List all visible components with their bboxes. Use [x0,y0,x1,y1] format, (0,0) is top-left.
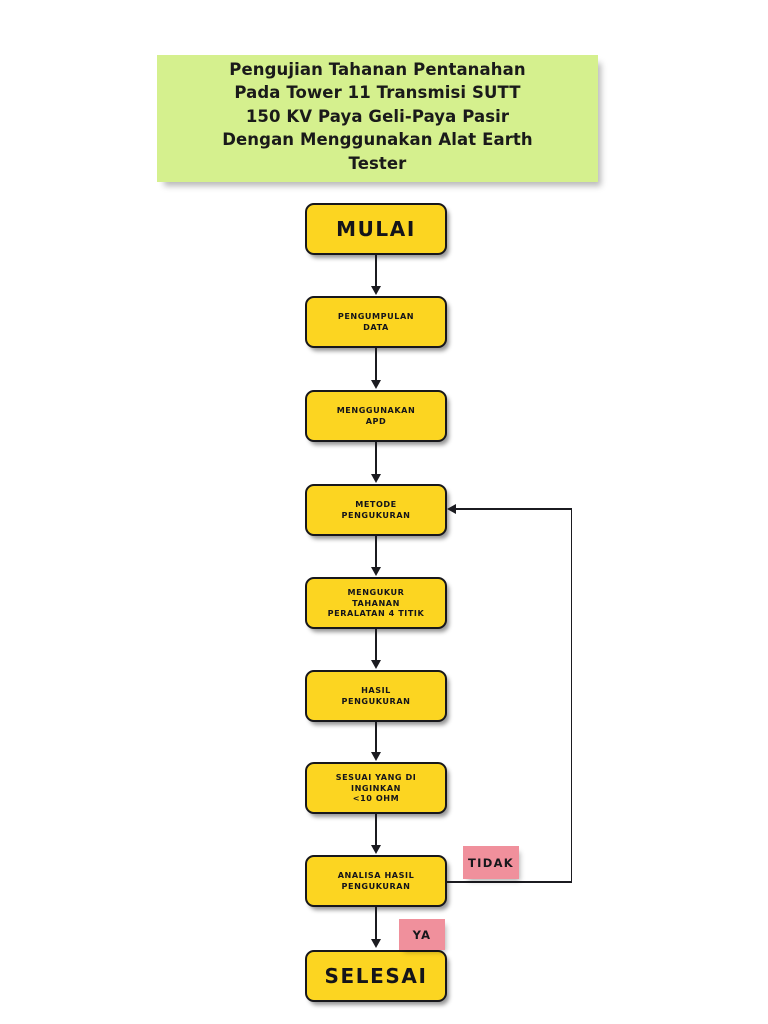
arrowhead-down-icon [370,752,381,761]
flow-edge-feedback-top-segment [456,508,571,510]
flow-node-mulai[interactable]: MULAI [305,203,447,255]
arrowhead-down-icon [370,380,381,389]
flow-node-label: PENGUMPULAN DATA [337,311,415,332]
flow-edge-metode-to-mengukur [375,536,377,568]
flow-edge-analisa-to-selesai [375,907,377,940]
flow-node-label: MENGGUNAKAN APD [336,405,416,426]
flow-node-metode-pengukuran[interactable]: METODE PENGUKURAN [305,484,447,536]
arrowhead-down-icon [370,567,381,576]
flow-edge-mengukur-to-hasil [375,629,377,661]
flow-node-sesuai-yang-diinginkan[interactable]: SESUAI YANG DI INGINKAN <10 OHM [305,762,447,814]
flow-edge-sesuai-to-analisa [375,814,377,846]
flow-node-menggunakan-apd[interactable]: MENGGUNAKAN APD [305,390,447,442]
flow-node-pengumpulan-data[interactable]: PENGUMPULAN DATA [305,296,447,348]
flow-node-analisa-hasil[interactable]: ANALISA HASIL PENGUKURAN [305,855,447,907]
title-text: Pengujian Tahanan Pentanahan Pada Tower … [222,59,533,173]
branch-label-tidak: TIDAK [463,846,519,879]
flow-node-selesai[interactable]: SELESAI [305,950,447,1002]
branch-label-ya: YA [399,919,445,950]
flow-node-hasil-pengukuran[interactable]: HASIL PENGUKURAN [305,670,447,722]
flow-node-label: MULAI [336,217,416,241]
flow-edge-mulai-to-pengumpulan [375,255,377,287]
arrowhead-left-icon [447,503,456,514]
flow-edge-feedback-vertical-segment [570,508,573,882]
arrowhead-down-icon [370,845,381,854]
flow-node-label: HASIL PENGUKURAN [341,685,411,706]
arrowhead-down-icon [370,939,381,948]
branch-label-text: YA [412,927,432,942]
branch-label-text: TIDAK [468,855,514,870]
flow-edge-pengumpulan-to-apd [375,348,377,381]
title-banner: Pengujian Tahanan Pentanahan Pada Tower … [157,55,598,182]
arrowhead-down-icon [370,474,381,483]
flow-edge-apd-to-metode [375,442,377,475]
flow-node-label: ANALISA HASIL PENGUKURAN [337,870,415,891]
flow-edge-hasil-to-sesuai [375,722,377,753]
flow-node-mengukur-tahanan[interactable]: MENGUKUR TAHANAN PERALATAN 4 TITIK [305,577,447,629]
flow-edge-feedback-bottom-segment [447,881,572,883]
flow-node-label: MENGUKUR TAHANAN PERALATAN 4 TITIK [327,587,425,619]
arrowhead-down-icon [370,660,381,669]
arrowhead-down-icon [370,286,381,295]
flow-node-label: SESUAI YANG DI INGINKAN <10 OHM [335,772,417,804]
flow-node-label: SELESAI [324,964,428,988]
flow-node-label: METODE PENGUKURAN [341,499,411,520]
